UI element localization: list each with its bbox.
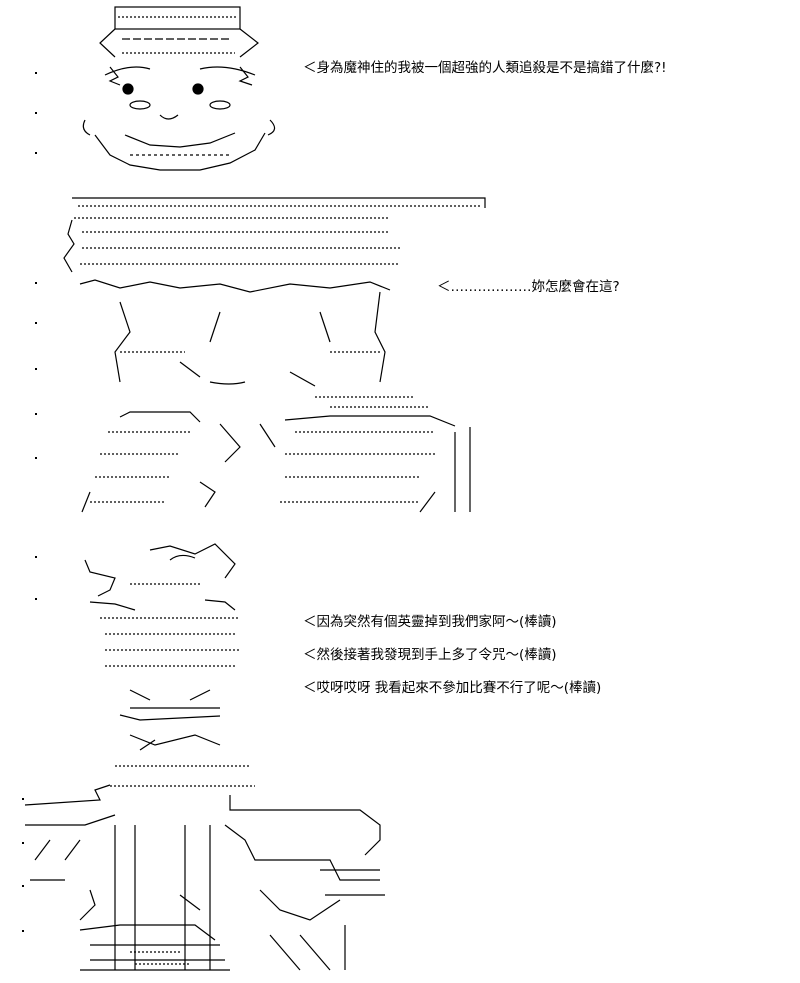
dialogue-line-1: ＜身為魔神住的我被一個超強的人類追殺是不是搞錯了什麼?! [303, 60, 667, 76]
margin-dot [35, 282, 37, 284]
margin-dot [35, 413, 37, 415]
margin-dot [35, 556, 37, 558]
margin-dot [35, 152, 37, 154]
dialogue-line-4: ＜然後接著我發現到手上多了令咒～(棒讀) [303, 647, 557, 663]
ascii-art-twintail-girl [20, 540, 400, 978]
margin-dot [35, 322, 37, 324]
margin-dot [22, 842, 24, 844]
dialogue-line-2: ＜………………妳怎麼會在這? [437, 279, 620, 295]
margin-dot [22, 885, 24, 887]
margin-dot [35, 457, 37, 459]
margin-dot [22, 798, 24, 800]
dialogue-line-3: ＜因為突然有個英靈掉到我們家阿～(棒讀) [303, 614, 557, 630]
ascii-art-robed-girl [60, 192, 500, 517]
margin-dot [35, 72, 37, 74]
margin-dot [35, 598, 37, 600]
ascii-art-demon-king [70, 5, 285, 180]
margin-dot [35, 368, 37, 370]
margin-dot [35, 112, 37, 114]
margin-dot [22, 930, 24, 932]
dialogue-line-5: ＜哎呀哎呀 我看起來不參加比賽不行了呢～(棒讀) [303, 680, 602, 696]
